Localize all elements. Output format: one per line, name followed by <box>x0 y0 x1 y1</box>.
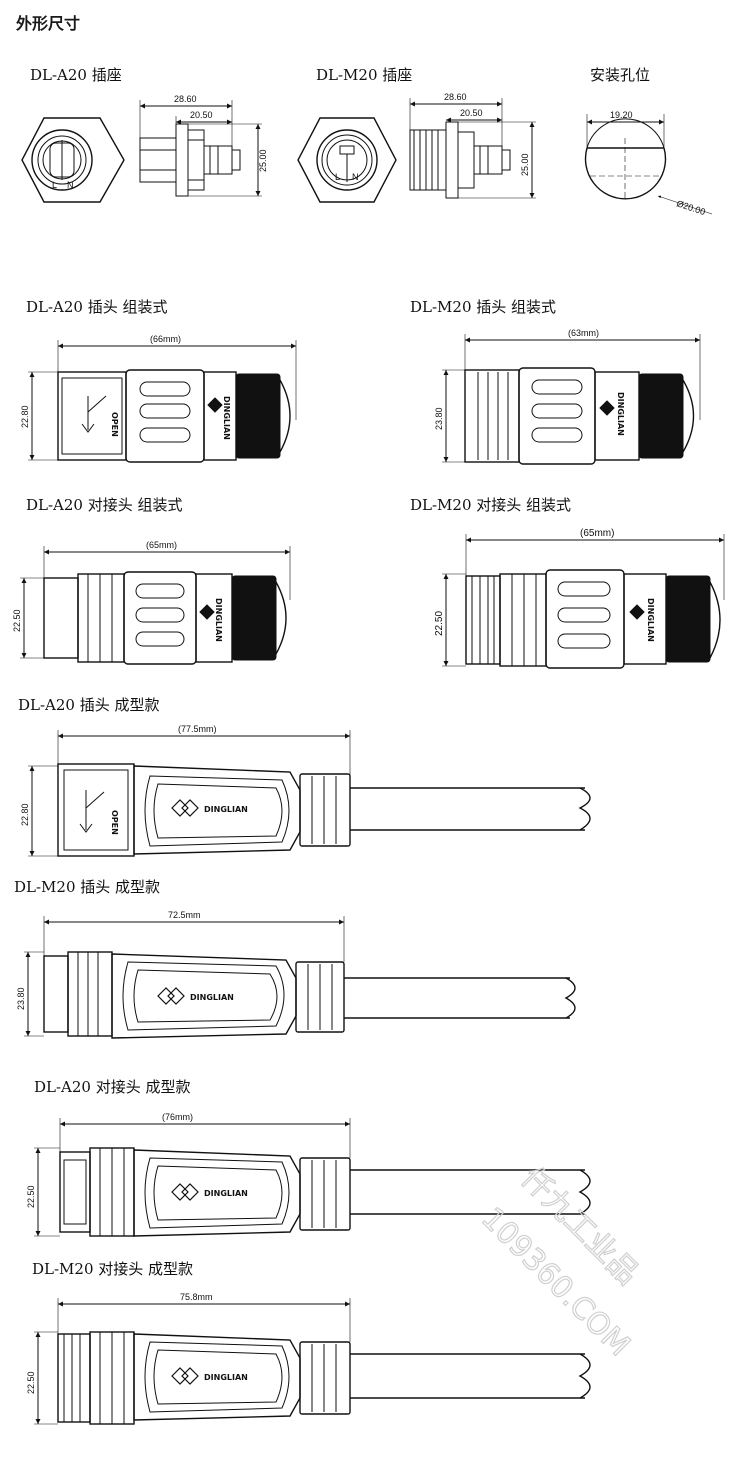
label-m20-plug-molded: DL-M20 插头 成型款 <box>14 878 161 896</box>
dim-m20-coupler-molded-length: 75.8mm <box>180 1292 213 1302</box>
label-a20-coupler-molded: DL-A20 对接头 成型款 <box>34 1078 191 1096</box>
dim-m20-plug-molded-length: 72.5mm <box>168 910 201 920</box>
m20-coupler-molded-drawing <box>34 1298 591 1425</box>
m20-coupler-assembled-drawing <box>442 534 725 669</box>
dim-m20-coupler-molded-height: 22.50 <box>26 1371 36 1394</box>
pin-label-l: L <box>52 180 57 190</box>
dim-a20-plug-molded-height: 22.80 <box>20 803 30 826</box>
a20-socket-front-view: L N <box>21 117 125 203</box>
m20-socket-side-view <box>409 98 536 199</box>
a20-plug-molded-drawing <box>28 730 591 857</box>
dim-mount-hole-diameter: Ø20.00 <box>675 198 706 217</box>
dim-a20-socket-body: 20.50 <box>190 110 213 120</box>
brand-text-a20-plug-assembled: DINGLIAN <box>222 396 231 440</box>
dim-a20-socket-height: 25.00 <box>258 149 268 172</box>
dim-m20-socket-height: 25.00 <box>520 153 530 176</box>
brand-text-a20-plug-molded: DINGLIAN <box>204 805 248 814</box>
pin-label-n: N <box>67 180 74 190</box>
dim-a20-plug-assembled-length: (66mm) <box>150 334 181 344</box>
dim-a20-socket-length: 28.60 <box>174 94 197 104</box>
dim-m20-socket-length: 28.60 <box>444 92 467 102</box>
label-a20-socket: DL-A20 插座 <box>30 66 122 84</box>
m20-plug-molded-drawing <box>24 916 576 1039</box>
dim-a20-coupler-assembled-height: 22.50 <box>12 609 22 632</box>
brand-text-a20-coupler-assembled: DINGLIAN <box>214 598 223 642</box>
page-title: 外形尺寸 <box>16 14 81 33</box>
brand-text-m20-plug-molded: DINGLIAN <box>190 993 234 1002</box>
label-mount-hole: 安装孔位 <box>590 66 651 84</box>
a20-coupler-assembled-drawing <box>20 546 291 665</box>
a20-socket-side-view <box>139 100 262 197</box>
brand-text-m20-plug-assembled: DINGLIAN <box>616 392 625 436</box>
dim-a20-plug-molded-length: (77.5mm) <box>178 724 217 734</box>
label-m20-coupler-assembled: DL-M20 对接头 组装式 <box>410 496 572 514</box>
brand-text-a20-coupler-molded: DINGLIAN <box>204 1189 248 1198</box>
m20-plug-assembled-drawing <box>442 334 701 465</box>
label-a20-plug-assembled: DL-A20 插头 组装式 <box>26 298 168 316</box>
dim-mount-hole-width: 19.20 <box>610 110 633 120</box>
dim-m20-plug-molded-height: 23.80 <box>16 987 26 1010</box>
dim-a20-plug-assembled-height: 22.80 <box>20 405 30 428</box>
brand-text-m20-coupler-molded: DINGLIAN <box>204 1373 248 1382</box>
dim-m20-coupler-assembled-length: (65mm) <box>580 528 614 539</box>
brand-text-m20-coupler-assembled: DINGLIAN <box>646 598 655 642</box>
dim-a20-coupler-molded-length: (76mm) <box>162 1112 193 1122</box>
open-text-a20-plug-molded: OPEN <box>110 810 119 835</box>
mount-hole-view <box>584 114 713 215</box>
label-a20-coupler-assembled: DL-A20 对接头 组装式 <box>26 496 183 514</box>
a20-plug-assembled-drawing <box>28 340 297 463</box>
pin-label-n: N <box>352 172 359 182</box>
dim-m20-coupler-assembled-height: 22.50 <box>434 611 445 636</box>
m20-socket-front-view: L N <box>297 117 397 203</box>
label-m20-socket: DL-M20 插座 <box>316 66 413 84</box>
open-text-a20-plug-assembled: OPEN <box>110 412 119 437</box>
pin-label-l: L <box>335 172 340 182</box>
a20-coupler-molded-drawing <box>34 1118 591 1237</box>
label-m20-plug-assembled: DL-M20 插头 组装式 <box>410 298 557 316</box>
dim-a20-coupler-assembled-length: (65mm) <box>146 540 177 550</box>
label-m20-coupler-molded: DL-M20 对接头 成型款 <box>32 1260 194 1278</box>
dim-m20-plug-assembled-height: 23.80 <box>434 407 444 430</box>
dim-a20-coupler-molded-height: 22.50 <box>26 1185 36 1208</box>
dim-m20-socket-body: 20.50 <box>460 108 483 118</box>
dim-m20-plug-assembled-length: (63mm) <box>568 328 599 338</box>
label-a20-plug-molded: DL-A20 插头 成型款 <box>18 696 160 714</box>
